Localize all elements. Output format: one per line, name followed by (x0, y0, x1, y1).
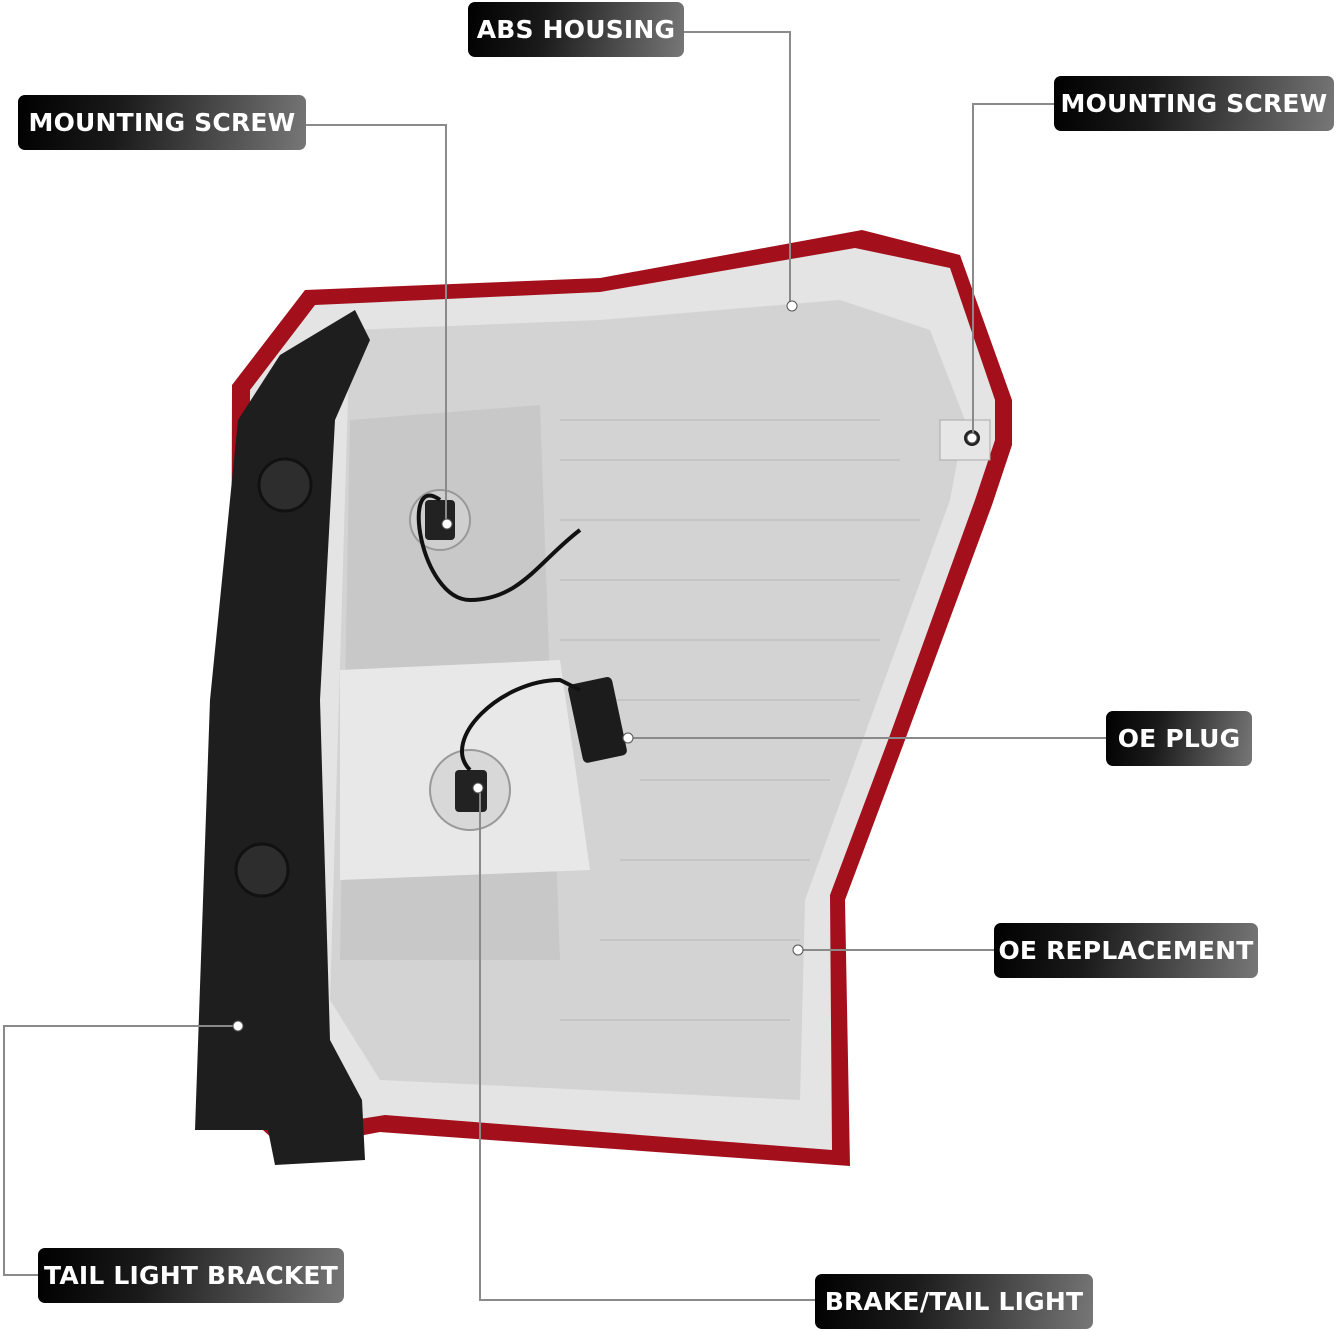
leader-dots (232, 300, 978, 1032)
tail-light-bracket-shape (195, 310, 370, 1165)
label-oe-plug: OE PLUG (1106, 711, 1252, 766)
label-mounting-screw-left: MOUNTING SCREW (18, 95, 306, 150)
bracket-grommet (257, 457, 313, 513)
label-mounting-screw-right: MOUNTING SCREW (1054, 76, 1334, 131)
socket-connector (425, 500, 455, 540)
wire-harness (416, 493, 582, 772)
ribs (560, 419, 920, 1021)
bracket-grommet (234, 842, 290, 898)
label-tail-light-bracket: TAIL LIGHT BRACKET (38, 1248, 344, 1303)
label-oe-replacement: OE REPLACEMENT (994, 923, 1258, 978)
label-abs-housing: ABS HOUSING (468, 2, 684, 57)
oe-plug-connector (568, 677, 627, 763)
tail-light-assembly (195, 230, 1012, 1166)
label-brake-tail-light: BRAKE/TAIL LIGHT (815, 1274, 1093, 1329)
mounting-tab (939, 419, 991, 461)
leader-lines (3, 31, 1106, 1301)
